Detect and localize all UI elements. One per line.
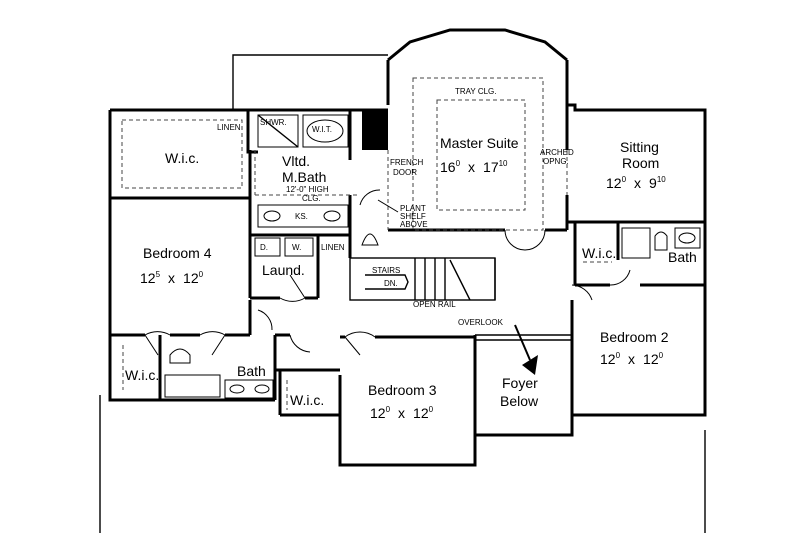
arched-note-1: ARCHED bbox=[540, 148, 574, 157]
whirlpool-note: W.I.T. bbox=[312, 125, 332, 134]
master-suite-label: Master Suite bbox=[440, 135, 519, 151]
dryer-note: D. bbox=[260, 243, 268, 252]
sitting-room-label-1: Sitting bbox=[620, 139, 659, 155]
linen-hall-note: LINEN bbox=[321, 243, 345, 252]
stairs-note-1: STAIRS bbox=[372, 266, 400, 275]
bedroom-2-label: Bedroom 2 bbox=[600, 329, 669, 345]
stairs bbox=[349, 257, 496, 301]
wic-bed3-label: W.i.c. bbox=[290, 392, 324, 408]
bedroom-4-label: Bedroom 4 bbox=[143, 245, 212, 261]
linen-master-note: LINEN bbox=[217, 123, 241, 132]
wic-bed4-label: W.i.c. bbox=[125, 367, 159, 383]
master-bath-label-2: M.Bath bbox=[282, 169, 326, 185]
overlook-arrow bbox=[514, 324, 538, 375]
interior-walls bbox=[110, 105, 705, 417]
bed2-bath-label: Bath bbox=[668, 249, 697, 265]
plant-shelf-pointer bbox=[377, 199, 399, 213]
overlook-note: OVERLOOK bbox=[458, 318, 504, 327]
doors bbox=[144, 189, 631, 356]
open-rail-note: OPEN RAIL bbox=[413, 300, 456, 309]
master-bath-ceiling-1: 12'-0" HIGH bbox=[286, 185, 329, 194]
dashed-lines bbox=[121, 77, 612, 410]
laundry-label: Laund. bbox=[262, 262, 305, 278]
plant-shelf-note-3: ABOVE bbox=[400, 220, 428, 229]
foyer-label-1: Foyer bbox=[502, 375, 538, 391]
shower-note: SHWR. bbox=[260, 118, 287, 127]
plant-shelf-note-2: SHELF bbox=[400, 212, 426, 221]
annotations: TRAY CLG. LINEN LINEN SHWR. W.I.T. FRENC… bbox=[217, 87, 574, 327]
hall-bath-label: Bath bbox=[237, 363, 266, 379]
master-bath-label-1: Vltd. bbox=[282, 153, 310, 169]
sitting-room-label-2: Room bbox=[622, 155, 659, 171]
master-bath-ceiling-2: CLG. bbox=[302, 194, 321, 203]
arched-note-2: OPNG. bbox=[543, 157, 569, 166]
fixtures bbox=[164, 114, 701, 399]
wic-master-label: W.i.c. bbox=[165, 150, 199, 166]
ks-note: KS. bbox=[295, 212, 308, 221]
exterior-walls bbox=[108, 28, 707, 467]
wic-bed2-label: W.i.c. bbox=[582, 245, 616, 261]
foyer-label-2: Below bbox=[500, 393, 539, 409]
french-door-note-1: FRENCH bbox=[390, 158, 424, 167]
french-door-note-2: DOOR bbox=[393, 168, 417, 177]
washer-note: W. bbox=[292, 243, 301, 252]
tray-ceiling-note: TRAY CLG. bbox=[455, 87, 497, 96]
bedroom-3-label: Bedroom 3 bbox=[368, 382, 437, 398]
stairs-note-2: DN. bbox=[384, 279, 398, 288]
roof-outline bbox=[99, 54, 706, 533]
plant-shelf-note-1: PLANT bbox=[400, 204, 426, 213]
